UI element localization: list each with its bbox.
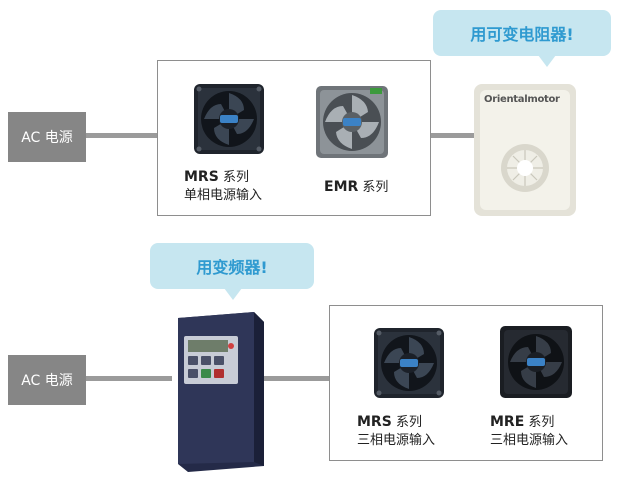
bottom-callout-tail bbox=[224, 288, 242, 300]
bottom-mrs-series: MRS bbox=[357, 414, 392, 430]
top-connector-power-panel bbox=[86, 133, 158, 138]
top-connector-panel-controller bbox=[430, 133, 480, 138]
top-mrs-caption: MRS 系列 单相电源输入 bbox=[184, 168, 262, 205]
bottom-power-source: AC 电源 bbox=[8, 355, 86, 405]
inverter-icon bbox=[178, 312, 264, 472]
bottom-mrs-caption: MRS 系列 三相电源输入 bbox=[357, 413, 435, 450]
variable-resistor-icon bbox=[474, 84, 576, 216]
mrs-fan-icon bbox=[194, 84, 264, 154]
controller-brand-label: Orientalmotor bbox=[484, 94, 560, 105]
bottom-callout-text: 用变频器! bbox=[196, 258, 268, 277]
bottom-mre-detail: 三相电源输入 bbox=[490, 433, 569, 448]
bottom-power-label: AC 电源 bbox=[21, 373, 73, 389]
top-emr-suffix: 系列 bbox=[362, 180, 389, 195]
bottom-connector-power-inverter bbox=[86, 376, 172, 381]
emr-fan-icon bbox=[316, 86, 388, 158]
mre-fan-icon bbox=[500, 326, 572, 398]
bottom-mre-series: MRE bbox=[490, 414, 525, 430]
bottom-callout-bubble: 用变频器! bbox=[150, 243, 314, 289]
top-emr-series: EMR bbox=[324, 179, 359, 195]
top-mrs-series: MRS bbox=[184, 169, 219, 185]
top-callout-tail bbox=[538, 55, 556, 67]
top-power-label: AC 电源 bbox=[21, 130, 73, 146]
top-power-source: AC 电源 bbox=[8, 112, 86, 162]
bottom-mre-caption: MRE 系列 三相电源输入 bbox=[490, 413, 568, 450]
top-mrs-suffix: 系列 bbox=[222, 170, 249, 185]
top-callout-text: 用可变电阻器! bbox=[470, 25, 574, 44]
top-callout-bubble: 用可变电阻器! bbox=[433, 10, 611, 56]
bottom-connector-inverter-panel bbox=[262, 376, 330, 381]
top-emr-caption: EMR 系列 bbox=[324, 178, 388, 197]
bottom-mrs-suffix: 系列 bbox=[395, 415, 422, 430]
bottom-mrs-detail: 三相电源输入 bbox=[357, 433, 436, 448]
top-mrs-detail: 单相电源输入 bbox=[184, 188, 263, 203]
bottom-mrs-fan-icon bbox=[374, 328, 444, 398]
bottom-mre-suffix: 系列 bbox=[528, 415, 555, 430]
